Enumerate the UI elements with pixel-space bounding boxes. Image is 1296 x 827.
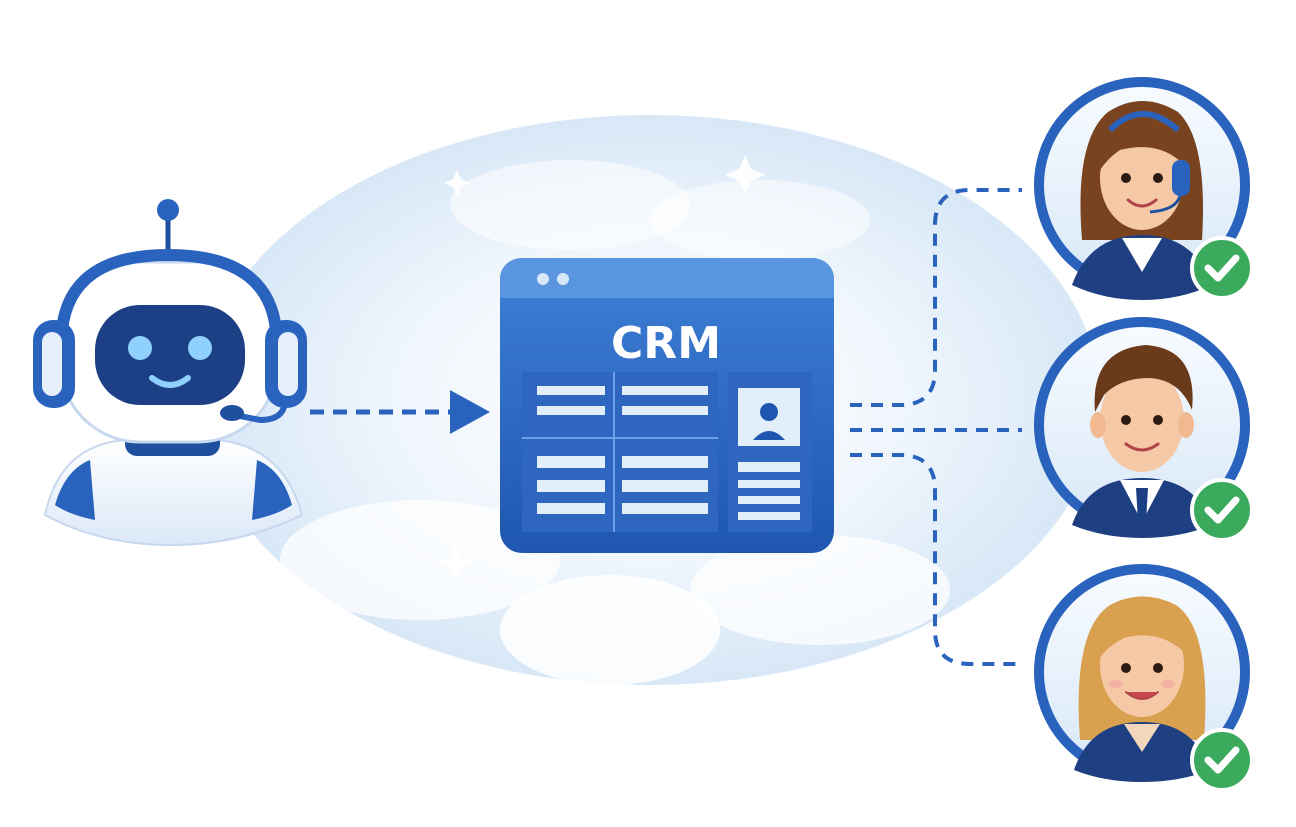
window-dot-icon — [537, 273, 549, 285]
sparkle-icons — [438, 155, 765, 579]
check-icon — [1190, 236, 1254, 300]
female-agent-avatar — [1034, 564, 1250, 782]
male-agent-avatar — [1034, 317, 1250, 538]
routing-connectors — [850, 188, 1022, 666]
window-dot-icon — [557, 273, 569, 285]
check-icon — [1190, 728, 1254, 792]
user-icon — [753, 403, 785, 440]
crm-title: CRM — [611, 318, 721, 369]
crm-window: CRM — [500, 258, 834, 553]
check-icon — [1190, 478, 1254, 542]
contact-detail-bars — [738, 462, 800, 520]
table-row-bars — [537, 386, 708, 514]
flow-arrow — [310, 390, 490, 434]
female-agent-headset-avatar — [1034, 77, 1250, 300]
support-bot-icon — [33, 199, 307, 547]
